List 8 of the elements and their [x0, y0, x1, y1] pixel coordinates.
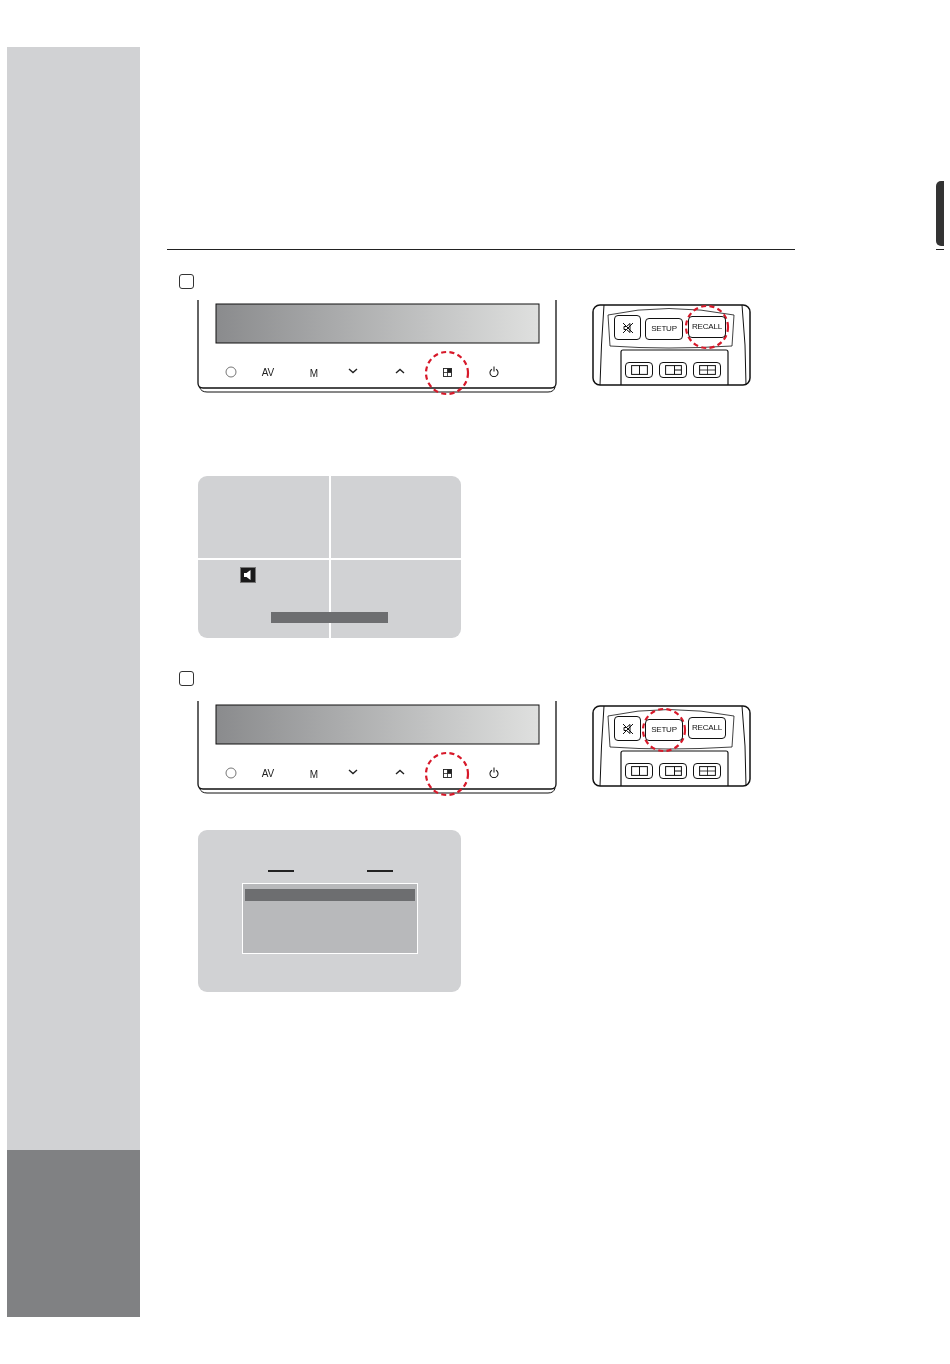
remote-button: SETUP [645, 318, 683, 340]
key-label: M [309, 369, 319, 379]
key-label: AV [261, 368, 275, 378]
key-label: M [309, 770, 319, 780]
remote-button: RECALL [688, 717, 726, 739]
remote-button: SETUP [645, 719, 683, 741]
key-label: AV [261, 769, 275, 779]
remote-button: RECALL [688, 316, 726, 338]
